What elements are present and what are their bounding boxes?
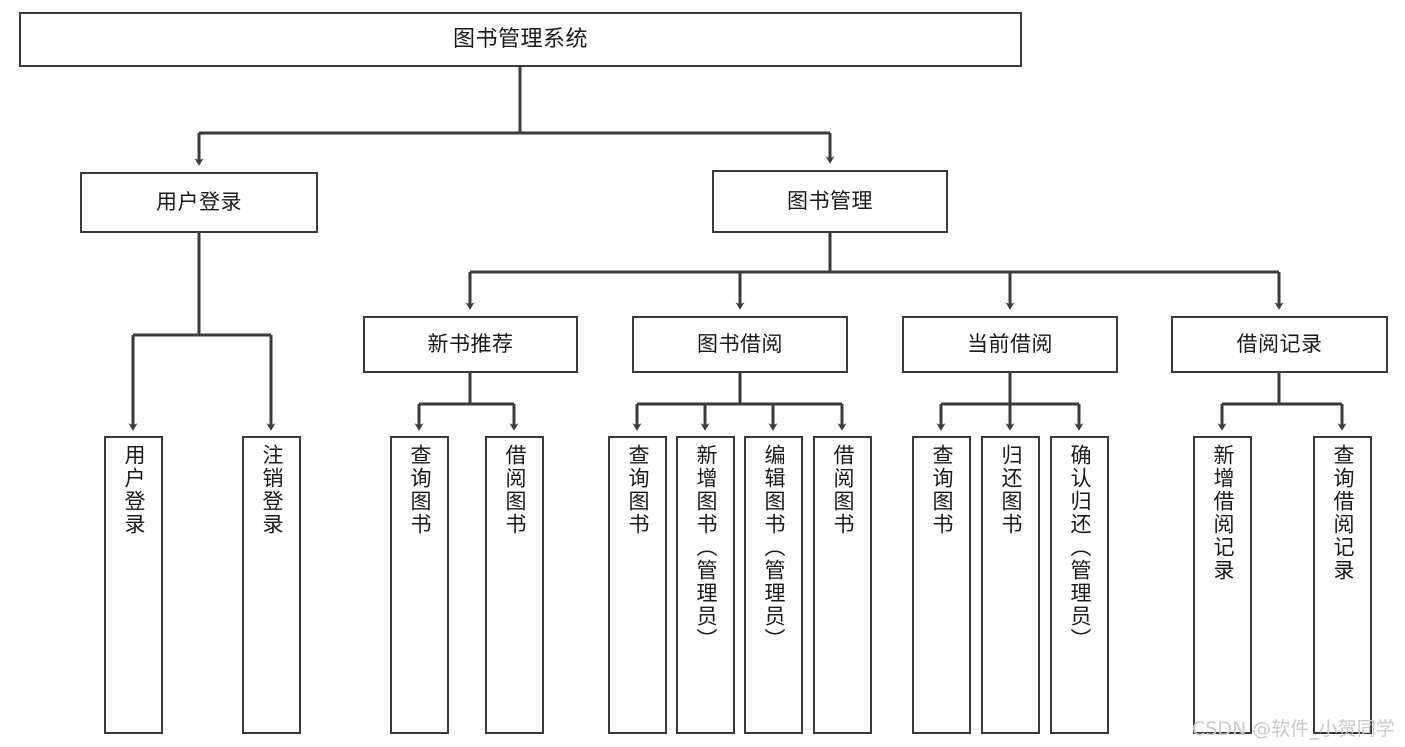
leaf-recommend-query-book[interactable]: 查询图书 bbox=[390, 436, 449, 734]
node-label: 查询图书 bbox=[408, 444, 432, 536]
node-label: 借阅图书 bbox=[831, 444, 855, 536]
node-new-book-recommend[interactable]: 新书推荐 bbox=[363, 316, 578, 373]
leaf-recommend-borrow-book[interactable]: 借阅图书 bbox=[485, 436, 544, 734]
leaf-borrow-add-book-admin[interactable]: 新增图书（管理员） bbox=[676, 436, 735, 734]
node-user-login[interactable]: 用户登录 bbox=[80, 172, 318, 233]
node-label: 新增图书（管理员） bbox=[694, 444, 718, 651]
node-label: 图书借阅 bbox=[697, 332, 783, 357]
leaf-record-add-record[interactable]: 新增借阅记录 bbox=[1193, 436, 1252, 734]
node-label: 查询图书 bbox=[930, 444, 954, 536]
node-label: 编辑图书（管理员） bbox=[762, 444, 786, 651]
leaf-current-confirm-return-admin[interactable]: 确认归还（管理员） bbox=[1050, 436, 1109, 734]
leaf-borrow-borrow-book[interactable]: 借阅图书 bbox=[813, 436, 872, 734]
node-label: 归还图书 bbox=[999, 444, 1023, 536]
leaf-user-login-signout[interactable]: 注销登录 bbox=[242, 436, 301, 734]
leaf-current-return-book[interactable]: 归还图书 bbox=[981, 436, 1040, 734]
node-label: 新书推荐 bbox=[427, 332, 514, 357]
node-label: 借阅图书 bbox=[503, 444, 527, 536]
node-label: 查询借阅记录 bbox=[1331, 444, 1355, 582]
node-current-borrow[interactable]: 当前借阅 bbox=[902, 316, 1118, 373]
node-label: 借阅记录 bbox=[1236, 332, 1323, 357]
node-label: 图书管理 bbox=[787, 189, 873, 214]
node-book-borrow[interactable]: 图书借阅 bbox=[632, 316, 848, 373]
leaf-user-login-signin[interactable]: 用户登录 bbox=[104, 436, 163, 734]
node-label: 查询图书 bbox=[626, 444, 650, 536]
node-label: 用户登录 bbox=[122, 444, 146, 536]
leaf-current-query-book[interactable]: 查询图书 bbox=[912, 436, 971, 734]
node-root-system[interactable]: 图书管理系统 bbox=[19, 12, 1022, 67]
node-label: 当前借阅 bbox=[967, 332, 1053, 357]
leaf-borrow-edit-book-admin[interactable]: 编辑图书（管理员） bbox=[744, 436, 803, 734]
node-label: 确认归还（管理员） bbox=[1068, 444, 1092, 651]
node-book-management[interactable]: 图书管理 bbox=[712, 170, 948, 233]
leaf-borrow-query-book[interactable]: 查询图书 bbox=[608, 436, 667, 734]
node-label: 图书管理系统 bbox=[452, 26, 588, 52]
node-label: 用户登录 bbox=[156, 190, 242, 215]
node-borrow-record[interactable]: 借阅记录 bbox=[1171, 316, 1388, 373]
node-label: 注销登录 bbox=[260, 444, 284, 536]
csdn-watermark: CSDN @软件_小贺同学 bbox=[1192, 718, 1395, 740]
leaf-record-query-record[interactable]: 查询借阅记录 bbox=[1313, 436, 1372, 734]
node-label: 新增借阅记录 bbox=[1211, 444, 1235, 582]
